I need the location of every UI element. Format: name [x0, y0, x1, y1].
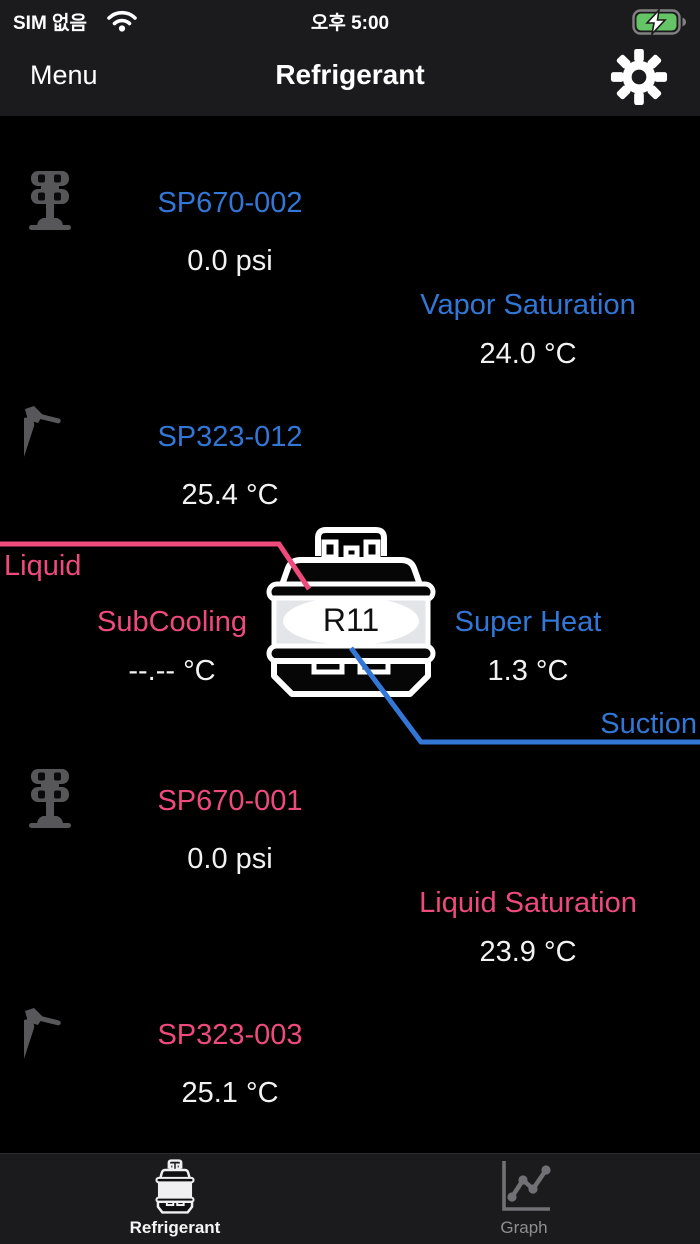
clock-label: 오후 5:00: [310, 13, 390, 34]
sensor-value: 25.4 °C: [181, 479, 279, 511]
pipe-clamp-icon: [5, 406, 70, 489]
battery-charging-icon: [632, 7, 688, 40]
sensor-id: SP323-012: [157, 421, 303, 453]
vapor-saturation-value: 24.0 °C: [479, 338, 577, 370]
settings-gear-icon[interactable]: [610, 48, 668, 106]
super-heat-label: Super Heat: [454, 606, 602, 638]
tab-refrigerant[interactable]: Refrigerant: [45, 1154, 305, 1244]
tab-refrigerant-label: Refrigerant: [129, 1218, 221, 1237]
sensor-value: 0.0 psi: [187, 843, 273, 875]
pressure-probe-icon: [27, 170, 73, 235]
subcooling-value: --.-- °C: [128, 655, 216, 687]
liquid-saturation-label: Liquid Saturation: [419, 887, 637, 919]
page-title: Refrigerant: [275, 59, 425, 90]
tab-bar: Refrigerant Graph: [0, 1153, 700, 1244]
sensor-value: 25.1 °C: [181, 1077, 279, 1109]
header: SIM 없음 오후 5:00 Menu Refrigerant: [0, 0, 700, 116]
refrigerant-tank-tab-icon: [45, 1158, 305, 1221]
status-bar: SIM 없음 오후 5:00: [0, 0, 700, 44]
sensor-id: SP323-003: [157, 1019, 303, 1051]
liquid-saturation-value: 23.9 °C: [479, 936, 577, 968]
nav-bar: Menu Refrigerant: [0, 44, 700, 116]
sensor-id: SP670-002: [157, 187, 303, 219]
suction-pipe-label: Suction: [600, 708, 697, 740]
sensor-id: SP670-001: [157, 785, 303, 817]
sensor-value: 0.0 psi: [187, 245, 273, 277]
wifi-icon: [106, 9, 138, 37]
vapor-saturation-label: Vapor Saturation: [420, 289, 636, 321]
menu-button[interactable]: Menu: [30, 60, 98, 90]
refrigerant-diagram: SP670-002 0.0 psi Vapor Saturation 24.0 …: [0, 116, 700, 1153]
pressure-probe-icon: [27, 768, 73, 833]
graph-tab-icon: [394, 1158, 654, 1221]
subcooling-label: SubCooling: [97, 606, 247, 638]
carrier-label: SIM 없음: [13, 13, 88, 34]
pipe-clamp-icon: [5, 1008, 70, 1091]
tab-graph[interactable]: Graph: [394, 1154, 654, 1244]
liquid-pipe-label: Liquid: [4, 550, 82, 582]
refrigerant-type-label: R11: [322, 602, 380, 638]
tab-graph-label: Graph: [500, 1218, 548, 1237]
